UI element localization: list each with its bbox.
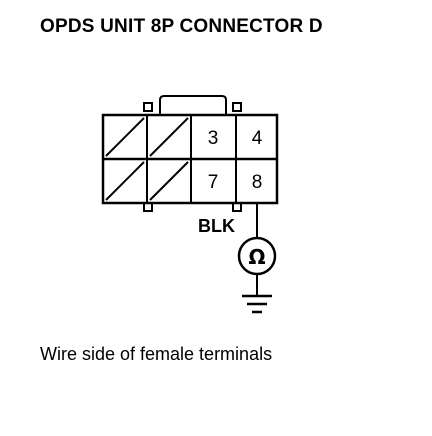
terminal-7: 7 — [208, 172, 219, 193]
ground-icon — [242, 294, 272, 314]
terminal-8: 8 — [252, 172, 263, 193]
connector-latch — [159, 95, 227, 114]
ohm-symbol: Ω — [248, 245, 265, 269]
ohmmeter-icon: Ω — [237, 236, 277, 276]
connector-tab — [232, 102, 242, 112]
wire-color-label: BLK — [198, 216, 235, 236]
diagram-caption: Wire side of female terminals — [40, 344, 273, 364]
diagram-title: OPDS UNIT 8P CONNECTOR D — [40, 16, 323, 37]
unused-cavities — [105, 117, 189, 201]
terminal-3: 3 — [208, 128, 219, 149]
connector-tab — [143, 102, 153, 112]
terminal-4: 4 — [252, 128, 263, 149]
